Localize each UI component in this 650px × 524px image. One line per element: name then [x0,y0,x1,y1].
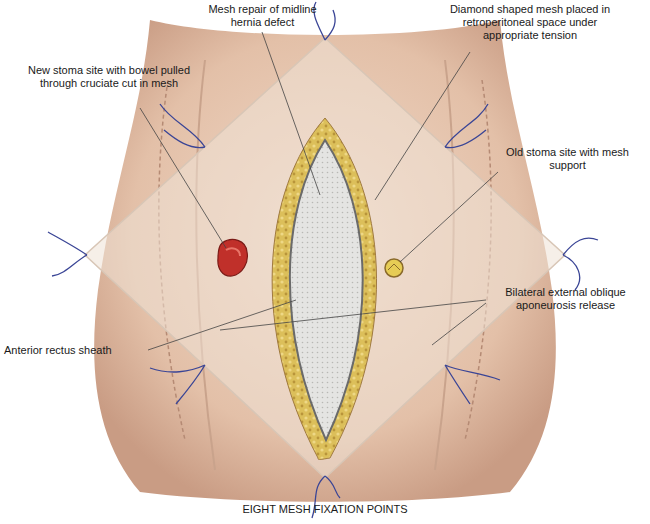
diamond-mesh [85,38,565,478]
callout-label: Mesh repair of midline hernia defect [205,3,320,29]
old-stoma-mark [388,264,400,270]
callout-label: Old stoma site with mesh support [500,146,635,172]
figure-caption: EIGHT MESH FIXATION POINTS [0,503,650,516]
callout-label: Diamond shaped mesh placed in retroperit… [440,3,620,42]
callout-label: Bilateral external oblique aponeurosis r… [488,286,643,312]
callout-label: Anterior rectus sheath [4,344,150,357]
new-stoma [218,240,248,277]
new-stoma-highlight [226,248,240,256]
callout-label: New stoma site with bowel pulled through… [20,64,198,90]
midline-mesh [290,140,363,440]
leader-lines [140,32,498,350]
incision-fat [272,118,376,460]
